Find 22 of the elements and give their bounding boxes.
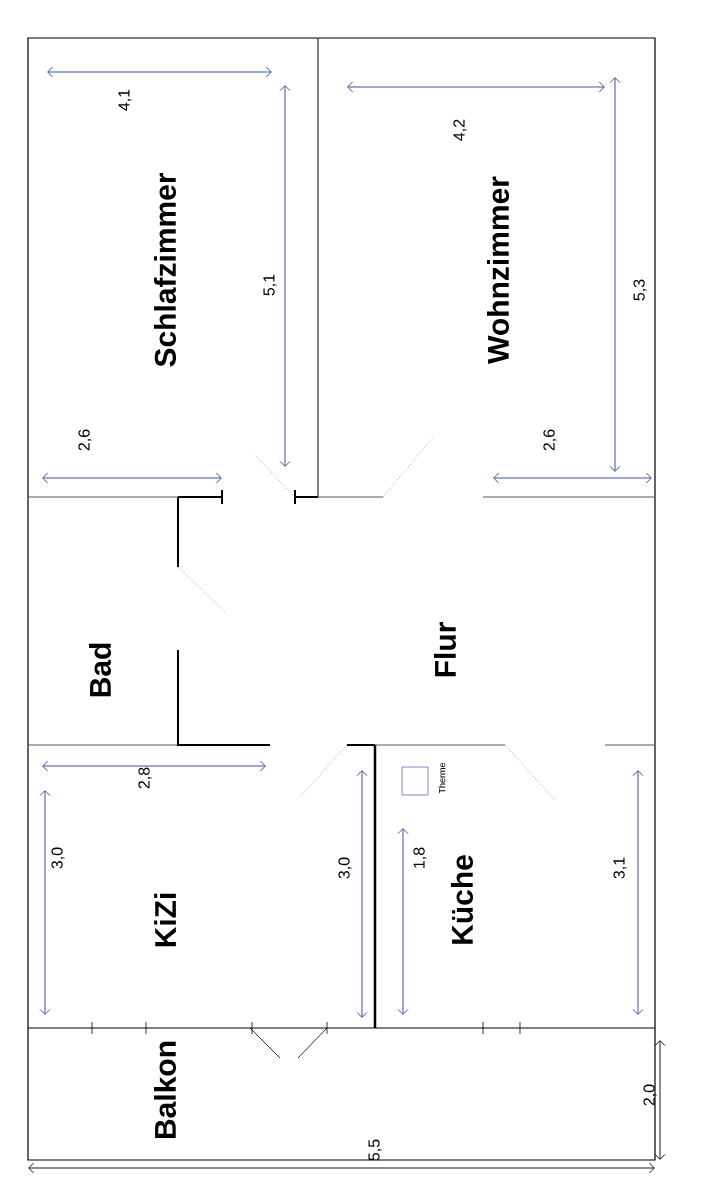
room-label: Küche <box>451 855 473 944</box>
dimension-label: 4,1 <box>118 89 132 111</box>
dimension-label: 2,8 <box>138 767 152 789</box>
dimension-label: 3,0 <box>51 847 65 869</box>
dimension-label: 2,6 <box>78 429 92 451</box>
dimension-label: 5,5 <box>368 1139 382 1161</box>
dimension-label: 5,3 <box>633 279 647 301</box>
room-label: Wohnzimmer <box>487 176 509 364</box>
dimension-label: 3,1 <box>613 857 627 879</box>
room-label: Balkon <box>154 1041 176 1138</box>
room-label: Schlafzimmer <box>154 172 176 367</box>
dimension-label: 1,8 <box>413 847 427 868</box>
room-label: Bad <box>89 643 111 697</box>
boiler-box: Therme <box>401 762 446 796</box>
dimension-label: 5,1 <box>263 274 277 296</box>
dimension-label: 2,0 <box>643 1084 657 1106</box>
node-label: Therme <box>438 762 446 794</box>
room-label: Flur <box>434 622 456 677</box>
dimension-label: 2,6 <box>543 429 557 451</box>
room-label: KiZi <box>154 893 176 947</box>
dimension-label: 3,0 <box>338 857 352 879</box>
dimension-label: 4,2 <box>453 119 467 141</box>
